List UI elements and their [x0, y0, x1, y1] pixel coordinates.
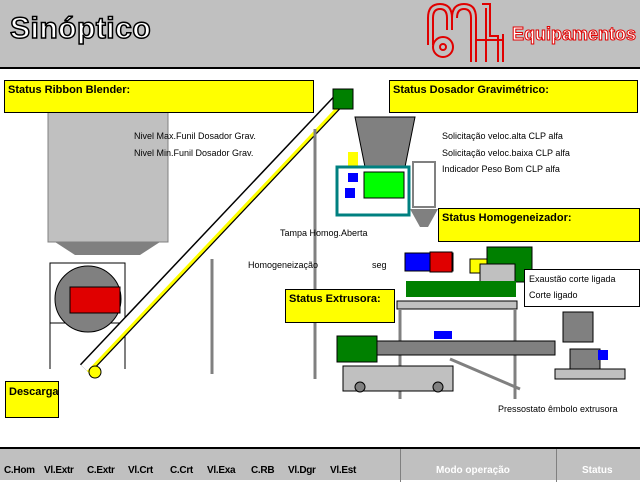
- label-nivel-min: Nivel Min.Funil Dosador Grav.: [134, 148, 254, 158]
- button-modo-operacao[interactable]: Modo operação: [436, 465, 510, 476]
- label-peso-bom: Indicador Peso Bom CLP alfa: [442, 164, 560, 174]
- label-exaustao: Exaustão corte ligada: [529, 274, 616, 284]
- status-dosador-gravimetrico: Status Dosador Gravimétrico:: [389, 80, 638, 113]
- cutter: [562, 311, 594, 343]
- label-tampa: Tampa Homog.Aberta: [280, 228, 368, 238]
- dosador-hopper: [354, 116, 416, 168]
- label-pressostato: Pressostato êmbolo extrusora: [498, 404, 618, 414]
- brand-name: Equipamentos: [511, 24, 637, 45]
- button-vl-est[interactable]: Vl.Est: [330, 465, 356, 476]
- button-c-hom[interactable]: C.Hom: [4, 465, 35, 476]
- button-c-extr[interactable]: C.Extr: [87, 465, 115, 476]
- label-seg: seg: [372, 260, 387, 270]
- button-vl-dgr[interactable]: Vl.Dgr: [288, 465, 316, 476]
- divider: [556, 449, 557, 482]
- label-nivel-max: Nivel Max.Funil Dosador Grav.: [134, 131, 256, 141]
- process-diagram: [47, 88, 626, 399]
- button-vl-exa[interactable]: Vl.Exa: [207, 465, 236, 476]
- status-extrusora: Status Extrusora:: [285, 289, 395, 323]
- bottom-toolbar: C.Hom Vl.Extr C.Extr Vl.Crt C.Crt Vl.Exa…: [0, 447, 640, 482]
- label-sol-baixa: Solicitação veloc.baixa CLP alfa: [442, 148, 570, 158]
- label-homogeneizacao: Homogeneização: [248, 260, 319, 270]
- cutter-status-box: Exaustão corte ligada Corte ligado: [524, 269, 640, 307]
- divider: [400, 449, 401, 482]
- status-ribbon-blender: Status Ribbon Blender:: [4, 80, 314, 113]
- button-status[interactable]: Status: [582, 465, 613, 476]
- extruder-motor: [336, 335, 378, 363]
- button-c-crt[interactable]: C.Crt: [170, 465, 193, 476]
- header: Sinóptico Equipamentos: [0, 0, 640, 69]
- status-homogeneizador: Status Homogeneizador:: [438, 208, 640, 242]
- mh-logo: [427, 2, 504, 62]
- status-descarga: Descarga: [5, 381, 59, 418]
- elevator-conveyor: [79, 88, 354, 379]
- button-vl-extr[interactable]: Vl.Extr: [44, 465, 74, 476]
- ribbon-motor: [69, 286, 121, 314]
- button-c-rb[interactable]: C.RB: [251, 465, 275, 476]
- page-title: Sinóptico: [9, 11, 152, 46]
- button-vl-crt[interactable]: Vl.Crt: [128, 465, 153, 476]
- label-sol-alta: Solicitação veloc.alta CLP alfa: [442, 131, 563, 141]
- synoptic-area: Status Ribbon Blender: Status Dosador Gr…: [0, 69, 640, 447]
- silo-funnel: [55, 242, 160, 255]
- label-corte: Corte ligado: [529, 290, 578, 300]
- extruder-barrel: [374, 340, 556, 356]
